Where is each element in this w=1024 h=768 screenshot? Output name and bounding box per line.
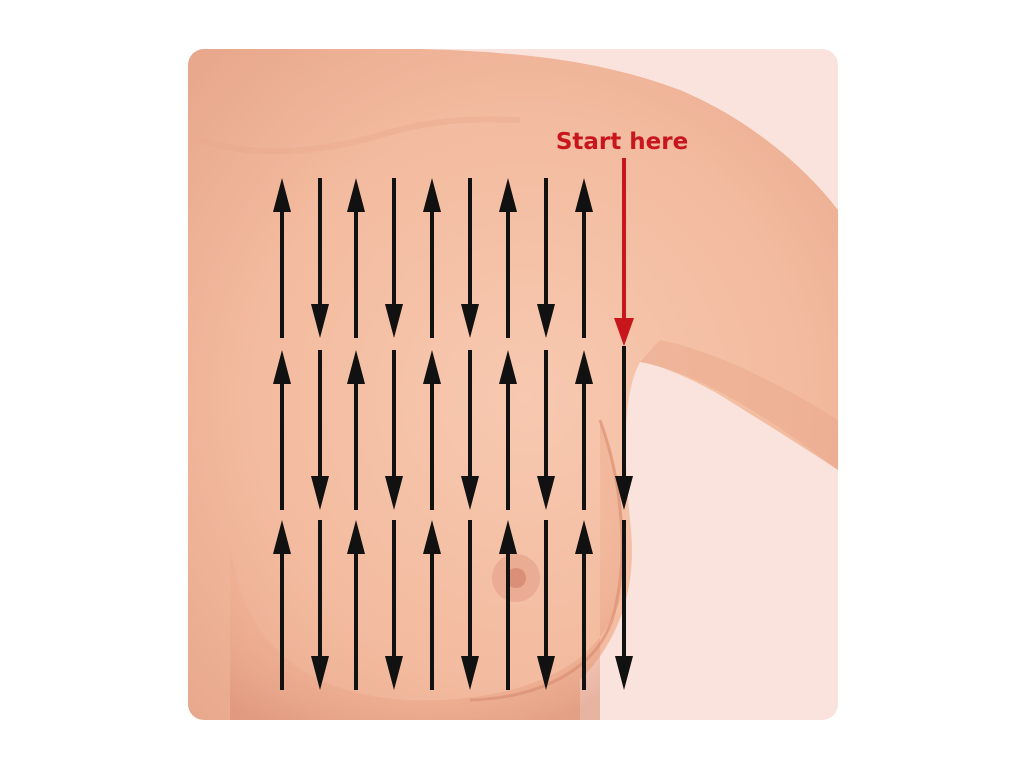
stroke-arrow-down: [385, 350, 403, 510]
stroke-arrow-down: [537, 350, 555, 510]
stroke-arrow-down: [461, 350, 479, 510]
arrow-head: [385, 304, 403, 338]
arrow-head: [537, 304, 555, 338]
stroke-arrow-up: [575, 178, 593, 338]
arrow-head: [575, 520, 593, 554]
start-here-label: Start here: [556, 129, 688, 155]
start-arrow-head: [614, 318, 634, 346]
arrow-head: [347, 520, 365, 554]
stroke-arrow-up: [575, 520, 593, 690]
arrow-head: [385, 656, 403, 690]
arrow-head: [575, 178, 593, 212]
arrow-head: [311, 656, 329, 690]
stroke-arrow-down: [385, 178, 403, 338]
arrow-head: [423, 178, 441, 212]
stroke-arrow-up: [347, 520, 365, 690]
arrow-head: [499, 520, 517, 554]
stroke-arrow-up: [499, 178, 517, 338]
stroke-arrow-up: [423, 350, 441, 510]
arrow-head: [347, 350, 365, 384]
stroke-arrow-up: [499, 350, 517, 510]
stroke-arrow-down: [615, 520, 633, 690]
nipple-mark: [492, 554, 540, 602]
arrow-head: [423, 350, 441, 384]
arrow-head: [273, 520, 291, 554]
stroke-arrow-down: [311, 350, 329, 510]
stroke-arrow-up: [347, 178, 365, 338]
arrow-head: [311, 304, 329, 338]
stroke-arrow-up: [273, 520, 291, 690]
arm-shading: [640, 340, 838, 470]
stroke-arrow-up: [423, 520, 441, 690]
arrow-head: [537, 656, 555, 690]
arrow-head: [273, 178, 291, 212]
arrow-head: [385, 476, 403, 510]
arrow-head: [615, 476, 633, 510]
stroke-arrow-down: [537, 520, 555, 690]
clavicle-line: [199, 116, 521, 155]
stroke-arrow-down: [461, 520, 479, 690]
arrow-head: [615, 656, 633, 690]
stroke-arrow-up: [347, 350, 365, 510]
arrow-head: [273, 350, 291, 384]
arrow-head: [423, 520, 441, 554]
stroke-arrow-up: [499, 520, 517, 690]
arrow-head: [311, 476, 329, 510]
arrow-head: [461, 656, 479, 690]
arrow-head: [461, 476, 479, 510]
arrow-head: [461, 304, 479, 338]
stroke-arrow-down: [615, 350, 633, 510]
stroke-arrow-down: [311, 178, 329, 338]
stroke-arrow-up: [273, 178, 291, 338]
stroke-arrow-up: [273, 350, 291, 510]
stroke-pattern-arrows: [273, 178, 633, 690]
stroke-arrow-down: [385, 520, 403, 690]
arrow-head: [499, 350, 517, 384]
arrow-head: [575, 350, 593, 384]
stroke-arrow-down: [311, 520, 329, 690]
stroke-arrow-down: [537, 178, 555, 338]
arrow-head: [347, 178, 365, 212]
arrow-head: [537, 476, 555, 510]
stroke-arrow-up: [575, 350, 593, 510]
start-marker: Start here: [556, 129, 688, 346]
stroke-arrow-up: [423, 178, 441, 338]
arrow-head: [499, 178, 517, 212]
stroke-arrow-down: [461, 178, 479, 338]
